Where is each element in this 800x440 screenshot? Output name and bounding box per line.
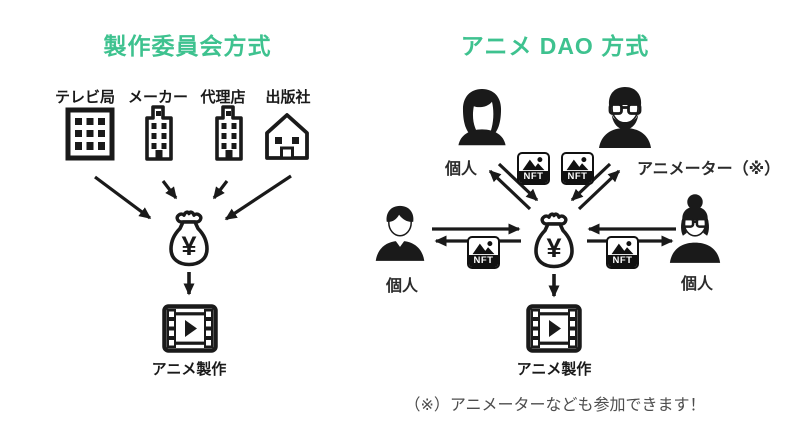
- money-bag-yen-icon: ¥: [169, 210, 209, 267]
- office-building-tall-icon: [215, 105, 243, 161]
- nft-token-icon: NFT: [467, 236, 500, 269]
- nft-token-icon: NFT: [606, 236, 639, 269]
- money-bag-yen-icon: ¥: [534, 212, 574, 269]
- nft-image-icon: [566, 157, 589, 171]
- right-output-label: アニメ製作: [516, 361, 592, 378]
- office-building-tall-icon: [145, 105, 173, 161]
- person-label-animator: アニメーター（※）: [637, 161, 781, 178]
- office-building-grid-icon: [65, 107, 115, 161]
- person-label-individual-middleright: 個人: [680, 276, 713, 293]
- person-man-icon: [375, 205, 425, 261]
- entity-label-tv-station: テレビ局: [54, 89, 115, 106]
- nft-image-icon: [472, 241, 495, 255]
- film-production-icon: [162, 304, 218, 353]
- right-panel-title: アニメ DAO 方式: [460, 33, 650, 59]
- nft-image-icon: [522, 157, 545, 171]
- person-woman-bun-glasses-icon: [669, 194, 721, 263]
- person-label-individual-topleft: 個人: [444, 161, 477, 178]
- nft-label: NFT: [519, 171, 548, 183]
- entity-label-publisher: 出版社: [265, 89, 311, 106]
- person-man-beard-glasses-icon: [599, 87, 651, 148]
- arrow-publisher-to-fund: [224, 174, 292, 221]
- entity-label-agency: 代理店: [200, 89, 246, 106]
- person-woman-icon: [458, 89, 506, 146]
- nft-image-icon: [611, 241, 634, 255]
- person-label-individual-middleleft: 個人: [385, 278, 418, 295]
- nft-label: NFT: [563, 171, 592, 183]
- yen-symbol: ¥: [181, 231, 196, 261]
- nft-token-icon: NFT: [517, 152, 550, 185]
- arrow-tv-to-fund: [94, 175, 152, 220]
- left-output-label: アニメ製作: [151, 361, 227, 378]
- house-building-icon: [265, 113, 309, 160]
- film-production-icon: [526, 304, 582, 353]
- footnote-text: （※）アニメーターなども参加できます！: [404, 397, 706, 414]
- entity-label-maker: メーカー: [127, 89, 188, 106]
- left-panel-title: 製作委員会方式: [103, 33, 272, 59]
- nft-label: NFT: [608, 255, 637, 267]
- arrow-maker-to-fund: [161, 180, 178, 200]
- nft-label: NFT: [469, 255, 498, 267]
- arrow-agency-to-fund: [212, 180, 229, 200]
- yen-symbol: ¥: [546, 233, 561, 263]
- nft-token-icon: NFT: [561, 152, 594, 185]
